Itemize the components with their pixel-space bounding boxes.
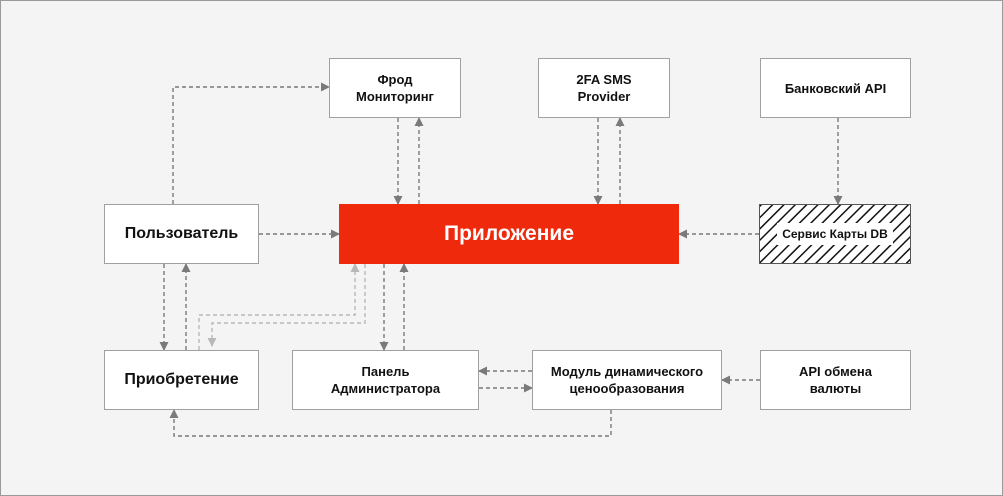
node-purchase-label: Приобретение [124,371,239,388]
edge-purchase-to-app [198,263,360,350]
node-user-label: Пользователь [124,225,239,242]
node-bank-api-label: Банковский API [784,80,887,96]
edge-app-to-purchase [207,264,366,347]
node-application-label: Приложение [443,222,574,245]
node-cards-db-service: Сервис Карты DB [759,204,911,264]
node-fx-api-label: API обмена валюты [798,364,872,396]
node-fraud-monitoring: Фрод Мониторинг [329,58,461,118]
node-fx-api: API обмена валюты [760,350,911,410]
node-admin-panel-label: Панель Администратора [330,364,441,396]
node-purchase: Приобретение [104,350,259,410]
node-cards-db-service-label: Сервис Карты DB [777,223,893,245]
node-dynamic-pricing-module: Модуль динамического ценообразования [532,350,722,410]
node-2fa-sms-provider: 2FA SMS Provider [538,58,670,118]
node-dynamic-pricing-module-label: Модуль динамического ценообразования [550,364,704,396]
node-user: Пользователь [104,204,259,264]
node-admin-panel: Панель Администратора [292,350,479,410]
node-2fa-sms-provider-label: 2FA SMS Provider [576,72,632,104]
node-fraud-monitoring-label: Фрод Мониторинг [356,72,434,104]
edge-pricing-to-purchase [169,409,612,437]
node-application: Приложение [339,204,679,264]
edge-user-to-fraud [172,82,330,204]
node-bank-api: Банковский API [760,58,911,118]
